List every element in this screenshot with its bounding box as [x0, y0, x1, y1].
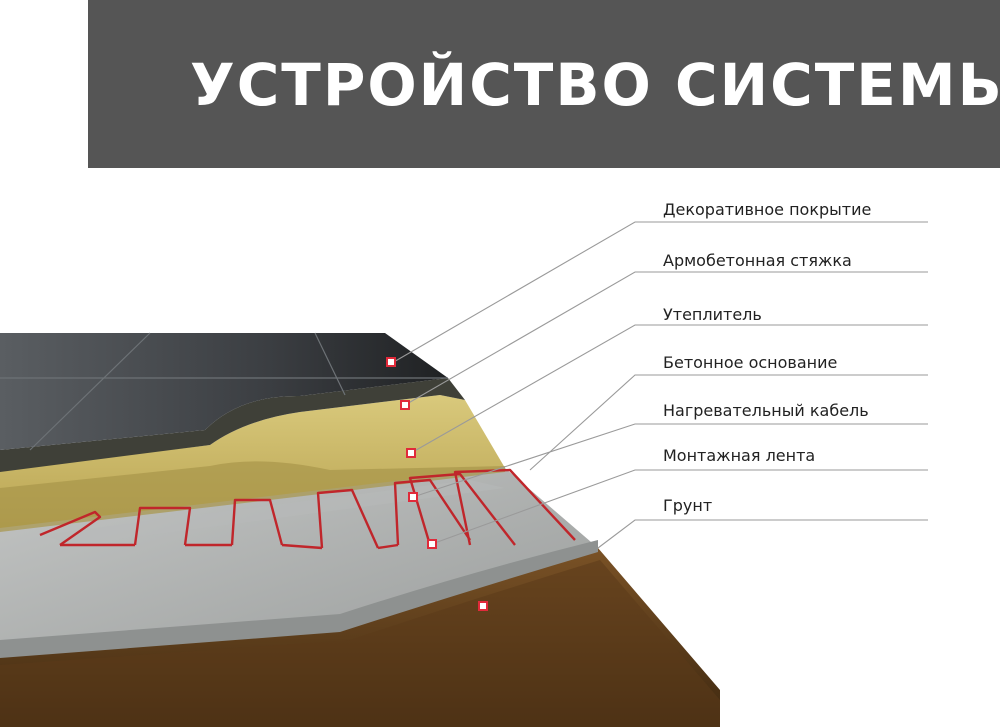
leader-line-cable	[412, 423, 928, 498]
label-soil: Грунт	[663, 496, 713, 515]
marker-soil	[478, 601, 488, 611]
marker-screed	[400, 400, 410, 410]
label-reinforced-screed: Армобетонная стяжка	[663, 251, 852, 270]
label-decorative-covering: Декоративное покрытие	[663, 200, 872, 219]
tile-grout-lines	[0, 332, 448, 451]
insulation-front-edge	[0, 461, 505, 532]
leader-line-insulation	[410, 324, 928, 454]
marker-insulation	[406, 448, 416, 458]
leader-line-screed	[404, 271, 928, 406]
soil-front-face	[0, 560, 720, 727]
leader-line-concrete	[529, 374, 928, 471]
label-insulation: Утеплитель	[663, 305, 762, 324]
screed-layer	[0, 378, 465, 472]
label-concrete-base: Бетонное основание	[663, 353, 838, 372]
page-title: УСТРОЙСТВО СИСТЕМЫ	[190, 51, 1000, 119]
leader-line-soil	[597, 519, 928, 549]
leader-line-tape	[431, 469, 928, 545]
tile-layer	[0, 333, 448, 450]
leader-lines	[391, 221, 928, 549]
title-banner	[88, 0, 1000, 168]
layer-markers	[386, 357, 488, 611]
leader-line-tile	[391, 221, 928, 364]
heating-cable	[39, 468, 576, 550]
marker-tape	[427, 539, 437, 549]
marker-cable	[408, 492, 418, 502]
label-heating-cable: Нагревательный кабель	[663, 401, 869, 420]
label-mounting-tape: Монтажная лента	[663, 446, 816, 465]
concrete-front-edge	[0, 540, 598, 658]
marker-tile	[386, 357, 396, 367]
